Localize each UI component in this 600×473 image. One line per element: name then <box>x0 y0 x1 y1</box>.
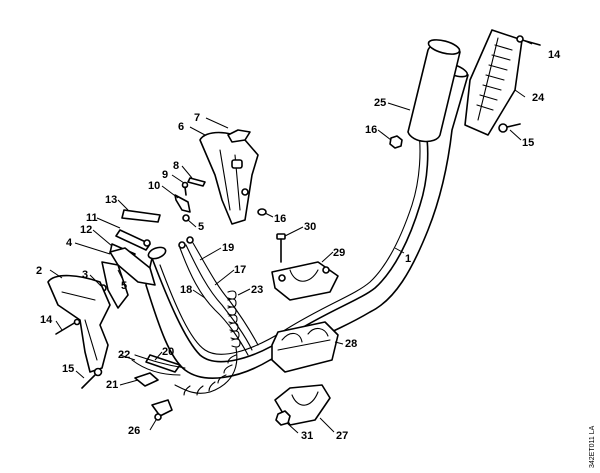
contact-spring-8 <box>187 177 206 187</box>
screw-15-left <box>81 367 103 389</box>
callout-2: 2 <box>36 265 42 277</box>
spiral-cable <box>174 290 241 396</box>
callout-4: 4 <box>66 237 73 249</box>
callout-15-right: 15 <box>522 137 534 149</box>
cable-22 <box>134 354 186 369</box>
callout-16-top: 16 <box>365 124 377 136</box>
spacer-16-mid <box>257 208 267 216</box>
callout-11: 11 <box>86 212 98 224</box>
screw-9 <box>181 181 189 196</box>
bolt-30 <box>276 233 286 263</box>
trigger-5 <box>101 261 129 309</box>
rear-handle-housing <box>47 274 111 373</box>
switch-housing <box>199 131 259 225</box>
cable-harness <box>178 236 259 356</box>
callout-17: 17 <box>234 264 246 276</box>
callout-29: 29 <box>333 247 345 259</box>
screw-14-left <box>55 318 81 335</box>
callout-5-lower: 5 <box>121 280 127 292</box>
grip-sleeve <box>407 39 461 143</box>
callout-16-mid: 16 <box>274 213 286 225</box>
callout-14-left: 14 <box>40 314 53 326</box>
callout-24: 24 <box>532 92 545 104</box>
callout-27: 27 <box>336 430 348 442</box>
leader-lines <box>49 40 533 434</box>
callout-22: 22 <box>118 349 130 361</box>
clamp-11 <box>115 229 151 251</box>
screw-14-top <box>516 35 541 46</box>
pin-5-upper <box>182 214 190 222</box>
callout-25: 25 <box>374 97 386 109</box>
callout-19: 19 <box>222 242 234 254</box>
cable-21 <box>131 359 181 387</box>
callout-14-right: 14 <box>548 49 561 61</box>
nut-31 <box>275 410 291 426</box>
callout-1: 1 <box>405 253 411 265</box>
callout-labels: 1 2 3 4 5 5 6 7 8 9 10 11 12 13 14 14 15… <box>36 49 561 442</box>
screw-15-top <box>498 123 521 133</box>
callout-26: 26 <box>128 425 140 437</box>
callout-31: 31 <box>301 430 313 442</box>
clamp-plate-29 <box>271 261 339 301</box>
callout-3: 3 <box>82 269 88 281</box>
control-handle-housing <box>464 29 523 136</box>
contact-10 <box>174 194 191 213</box>
bar-13 <box>121 209 161 223</box>
callout-15-left: 15 <box>62 363 74 375</box>
callout-5-upper: 5 <box>198 221 204 233</box>
callout-12: 12 <box>80 224 92 236</box>
callout-9: 9 <box>162 169 168 181</box>
callout-13: 13 <box>105 194 117 206</box>
callout-21: 21 <box>106 379 118 391</box>
callout-30: 30 <box>304 221 316 233</box>
callout-7: 7 <box>194 112 200 124</box>
callout-28: 28 <box>345 338 357 350</box>
callout-23: 23 <box>251 284 263 296</box>
callout-10: 10 <box>148 180 160 192</box>
callout-18: 18 <box>180 284 192 296</box>
switch-lever <box>227 129 251 143</box>
connector-26 <box>151 399 173 421</box>
callout-8: 8 <box>173 160 179 172</box>
callout-20: 20 <box>162 346 174 358</box>
nut-16-top <box>389 135 403 149</box>
clamp-block-28 <box>271 321 339 373</box>
callout-6: 6 <box>178 121 184 133</box>
drawing-reference-code: 342ET011 LA <box>589 425 596 468</box>
